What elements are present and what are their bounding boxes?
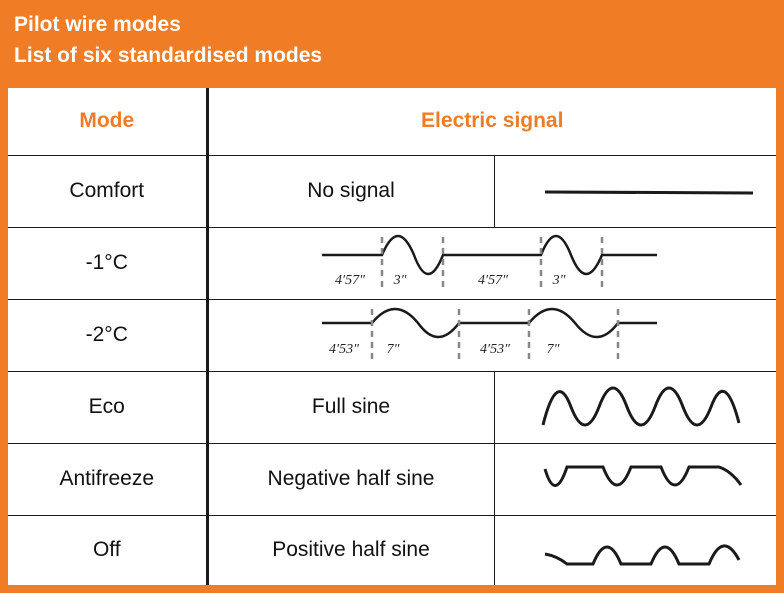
signal-name-cell: Negative half sine: [206, 442, 495, 516]
table-row: -2°C 4′53″ 7″ 4′53″ 7″: [8, 298, 776, 372]
page-header: Pilot wire modes List of six standardise…: [14, 9, 322, 71]
pulse-3s-waveform: 4′57″ 3″ 4′57″ 3″: [321, 234, 657, 289]
positive-half-sine-waveform: [544, 544, 741, 566]
table-row: Comfort No signal: [8, 154, 776, 228]
signal-name-cell: Full sine: [206, 370, 495, 444]
page-title: Pilot wire modes: [14, 13, 181, 36]
waveform-cell: [493, 442, 776, 516]
mode-cell: Comfort: [8, 154, 209, 228]
waveform-cell: [493, 154, 776, 228]
flat-line-waveform: [545, 190, 754, 195]
duration-label: 4′53″: [480, 342, 510, 357]
waveform-cell: 4′57″ 3″ 4′57″ 3″: [206, 226, 776, 300]
table-row: Antifreeze Negative half sine: [8, 442, 776, 516]
duration-label: 4′57″: [478, 273, 508, 288]
mode-cell: Antifreeze: [8, 442, 209, 516]
mode-cell: Off: [8, 514, 209, 585]
column-header-mode: Mode: [8, 88, 209, 156]
signal-name-cell: Positive half sine: [206, 514, 495, 585]
duration-label: 4′57″: [335, 273, 365, 288]
negative-half-sine-waveform: [543, 465, 743, 487]
waveform-cell: [493, 370, 776, 444]
mode-cell: -1°C: [8, 226, 209, 300]
duration-label: 4′53″: [329, 342, 359, 357]
table-row: -1°C 4′57″ 3″ 4′57″ 3″: [8, 226, 776, 300]
pulse-7s-waveform: 4′53″ 7″ 4′53″ 7″: [321, 307, 657, 361]
waveform-cell: 4′53″ 7″ 4′53″ 7″: [206, 298, 776, 372]
mode-cell: -2°C: [8, 298, 209, 372]
column-header-signal: Electric signal: [207, 88, 776, 156]
table-row: Eco Full sine: [8, 370, 776, 444]
waveform-cell: [493, 514, 776, 585]
table-header-row: Mode Electric signal: [8, 88, 776, 156]
modes-table: Mode Electric signal Comfort No signal -…: [8, 88, 776, 585]
duration-label: 3″: [392, 273, 406, 288]
duration-label: 7″: [386, 342, 399, 357]
page-subtitle: List of six standardised modes: [14, 44, 323, 67]
mode-cell: Eco: [8, 370, 209, 444]
full-sine-waveform: [541, 386, 741, 427]
duration-label: 7″: [546, 342, 559, 357]
duration-label: 3″: [551, 273, 565, 288]
signal-name-cell: No signal: [206, 154, 495, 228]
table-row: Off Positive half sine: [8, 514, 776, 585]
